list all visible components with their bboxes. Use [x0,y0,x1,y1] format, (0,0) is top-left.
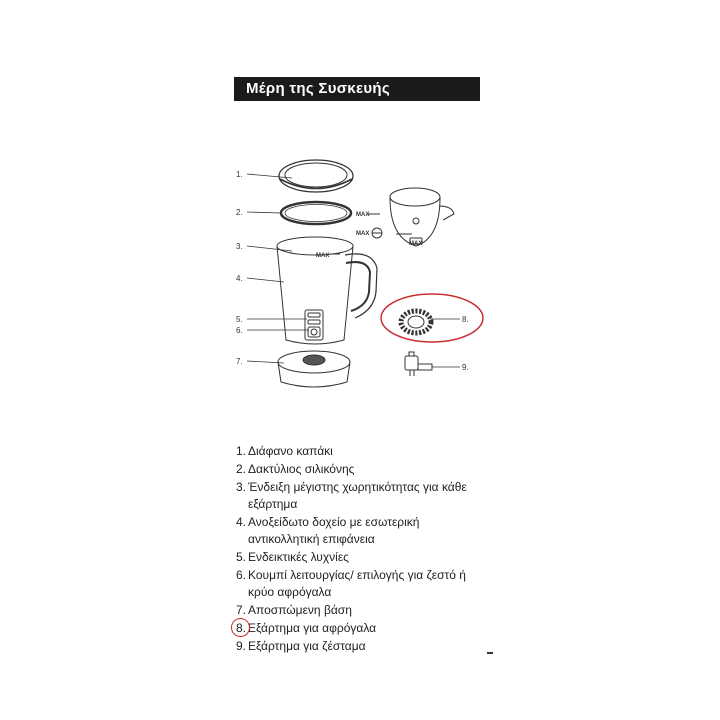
base-drawing [277,350,351,388]
legend-number: 4. [236,515,247,529]
legend-item: 5.Ενδεικτικές λυχνίες [236,549,480,566]
legend-number: 5. [236,550,247,564]
legend-text: Διάφανο καπάκι [248,444,333,458]
legend-item-highlighted: 8.Εξάρτημα για αφρόγαλα [231,618,480,637]
legend-number: 3. [236,480,247,494]
label-4: 4. [236,274,243,283]
silicone-ring-drawing [279,200,353,226]
parts-legend: 1.Διάφανο καπάκι 2.Δακτύλιος σιλικόνης 3… [231,443,480,656]
legend-number: 7. [236,603,247,617]
label-8: 8. [462,315,469,324]
legend-text: Ανοξείδωτο δοχείο με εσωτερική αντικολλη… [248,515,420,546]
max-mark-1: MAX [356,212,369,218]
legend-item: 4.Ανοξείδωτο δοχείο με εσωτερική αντικολ… [236,514,480,548]
max-mark-3: MAX [316,253,329,259]
section-title: Μέρη της Συσκευής [234,77,480,101]
max-mark-4: MAX [409,241,422,247]
legend-number: 8. [231,618,250,637]
legend-text: Αποσπώμενη βάση [248,603,352,617]
inner-cup-drawing [389,187,455,247]
legend-item: 2.Δακτύλιος σιλικόνης [236,461,480,478]
label-1: 1. [236,170,243,179]
page-corner-mark [487,652,493,654]
label-6: 6. [236,326,243,335]
label-5: 5. [236,315,243,324]
jug-drawing [276,236,378,345]
frother-attachment-drawing [380,293,484,343]
legend-item: 7.Αποσπώμενη βάση [236,602,480,619]
legend-number: 6. [236,568,247,582]
legend-text: Ένδειξη μέγιστης χωρητικότητας για κάθε … [248,480,467,511]
max-indicators [330,213,383,255]
max-mark-2: MAX [356,231,369,237]
legend-number: 1. [236,444,247,458]
label-9: 9. [462,363,469,372]
heating-attachment-drawing [404,351,433,376]
legend-item: 1.Διάφανο καπάκι [236,443,480,460]
label-7: 7. [236,357,243,366]
label-2: 2. [236,208,243,217]
legend-item: 3.Ένδειξη μέγιστης χωρητικότητας για κάθ… [236,479,480,513]
legend-text: Εξάρτημα για αφρόγαλα [248,621,377,635]
leader-lines [246,173,460,368]
section-title-text: Μέρη της Συσκευής [246,80,390,97]
legend-text: Δακτύλιος σιλικόνης [248,462,355,476]
legend-item: 9.Εξάρτημα για ζέσταμα [236,638,480,655]
lid-drawing [278,159,354,193]
legend-text: Εξάρτημα για ζέσταμα [248,639,366,653]
legend-number: 2. [236,462,247,476]
label-3: 3. [236,242,243,251]
legend-number: 9. [236,639,247,653]
legend-text: Ενδεικτικές λυχνίες [248,550,349,564]
legend-text: Κουμπί λειτουργίας/ επιλογής για ζεστό ή… [248,568,466,599]
diagram-labels: 1. 2. 3. 4. 5. 6. 7. 8. 9. MAX MAX MAX M… [236,170,469,372]
legend-item: 6.Κουμπί λειτουργίας/ επιλογής για ζεστό… [236,567,480,601]
